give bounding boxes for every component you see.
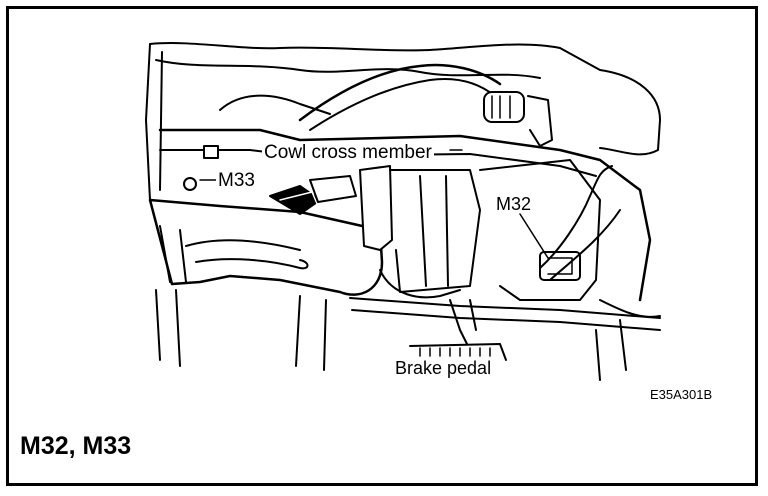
label-brake-pedal: Brake pedal (393, 358, 494, 378)
brake-pedal-pad (409, 343, 507, 361)
connector-top (483, 91, 525, 123)
central-bracket (359, 165, 393, 251)
bolt-left (183, 177, 197, 191)
m33-connector-2 (279, 191, 319, 207)
bolt-upper (203, 145, 219, 159)
harness-low-loop (379, 269, 461, 299)
brake-pedal-ribs (419, 347, 491, 357)
connector-top-detail (491, 95, 511, 119)
upper-body-panel (149, 42, 661, 156)
bracket-right (527, 95, 553, 147)
lower-bar (349, 297, 661, 319)
pedal-arm (449, 299, 477, 347)
lower-dash-panel (148, 198, 384, 296)
harness-right (539, 165, 613, 269)
lower-bar-2 (351, 309, 661, 331)
left-pillar (145, 43, 163, 201)
figure-code: E35A301B (650, 387, 713, 402)
upper-body-panel-inner (155, 59, 541, 79)
lower-dash-slot-1 (185, 239, 301, 251)
harness-upper (298, 63, 502, 122)
cowl-cross-member (158, 128, 652, 302)
harness-loop (219, 94, 331, 115)
relay-box (309, 175, 357, 203)
lower-dash-slot-2 (195, 258, 309, 270)
harness-upper-2 (309, 78, 496, 131)
left-lower-structure (155, 289, 327, 371)
pedal-bracket (479, 159, 601, 301)
m32-switch-detail (547, 257, 573, 275)
label-cowl-cross-member: Cowl cross member (262, 142, 434, 163)
center-duct-ribs (419, 175, 449, 287)
label-m33: M33 (216, 170, 257, 191)
center-duct (389, 169, 481, 293)
harness-right-2 (549, 209, 621, 281)
lower-dash-rib (159, 225, 187, 283)
leader-m32 (519, 213, 549, 259)
label-m32: M32 (496, 194, 532, 214)
figure-caption: M32, M33 (20, 432, 132, 460)
right-lower-structure (595, 299, 661, 381)
